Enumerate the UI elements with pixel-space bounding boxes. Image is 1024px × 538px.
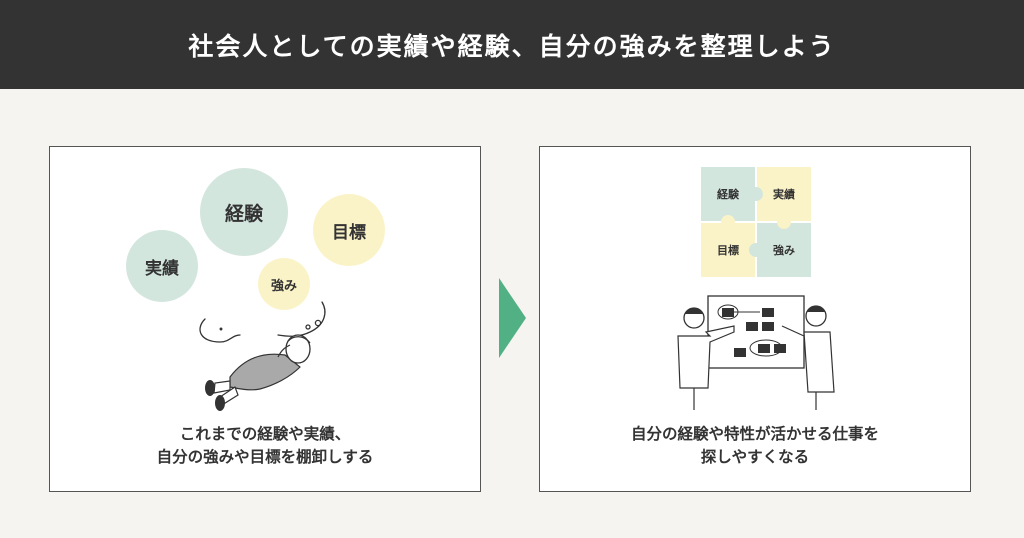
puzzle-knob xyxy=(749,187,763,201)
lying-person-illustration xyxy=(199,301,326,411)
next-arrow-icon xyxy=(499,278,526,358)
puzzle-goal-label: 目標 xyxy=(717,244,739,257)
whiteboard-discussion-illustration xyxy=(677,295,835,410)
left-caption-line1: これまでの経験や実績、 xyxy=(179,425,351,443)
right-caption-line1: 自分の経験や特性が活かせる仕事を xyxy=(630,425,879,443)
left-panel: 経験 目標 実績 強み これまでの経験や実績、 自分の強みや目 xyxy=(49,146,481,492)
puzzle-piece-experience: 経験 xyxy=(701,167,755,221)
right-caption-line2: 探しやすくなる xyxy=(700,448,810,466)
bubble-achievement: 実績 xyxy=(126,230,198,302)
puzzle-piece-strength: 強み xyxy=(757,223,811,277)
puzzle-knob xyxy=(777,215,791,229)
bubble-goal-label: 目標 xyxy=(332,222,366,243)
bubble-achievement-label: 実績 xyxy=(145,258,179,279)
right-panel: 経験 実績 目標 強み xyxy=(539,146,971,492)
puzzle-achievement-label: 実績 xyxy=(773,188,795,201)
puzzle-knob xyxy=(721,215,735,229)
puzzle-experience-label: 経験 xyxy=(717,188,739,201)
bubble-experience-label: 経験 xyxy=(224,202,263,225)
bubble-strength-label: 強み xyxy=(270,278,297,294)
right-caption: 自分の経験や特性が活かせる仕事を 探しやすくなる xyxy=(540,423,970,469)
bubble-experience: 経験 xyxy=(200,168,288,256)
page-title: 社会人としての実績や経験、自分の強みを整理しよう xyxy=(188,31,836,61)
puzzle-piece-goal: 目標 xyxy=(701,223,755,277)
puzzle-strength-label: 強み xyxy=(773,244,795,257)
left-caption-line2: 自分の強みや目標を棚卸しする xyxy=(156,448,374,466)
puzzle-piece-achievement: 実績 xyxy=(757,167,811,221)
bubble-strength: 強み xyxy=(258,258,310,310)
header-bar: 社会人としての実績や経験、自分の強みを整理しよう xyxy=(0,0,1024,89)
puzzle-grid: 経験 実績 目標 強み xyxy=(701,167,811,277)
bubble-goal: 目標 xyxy=(313,194,385,266)
left-caption: これまでの経験や実績、 自分の強みや目標を棚卸しする xyxy=(50,423,480,469)
puzzle-knob xyxy=(749,243,763,257)
person-body xyxy=(229,353,301,391)
person-head xyxy=(285,334,311,364)
